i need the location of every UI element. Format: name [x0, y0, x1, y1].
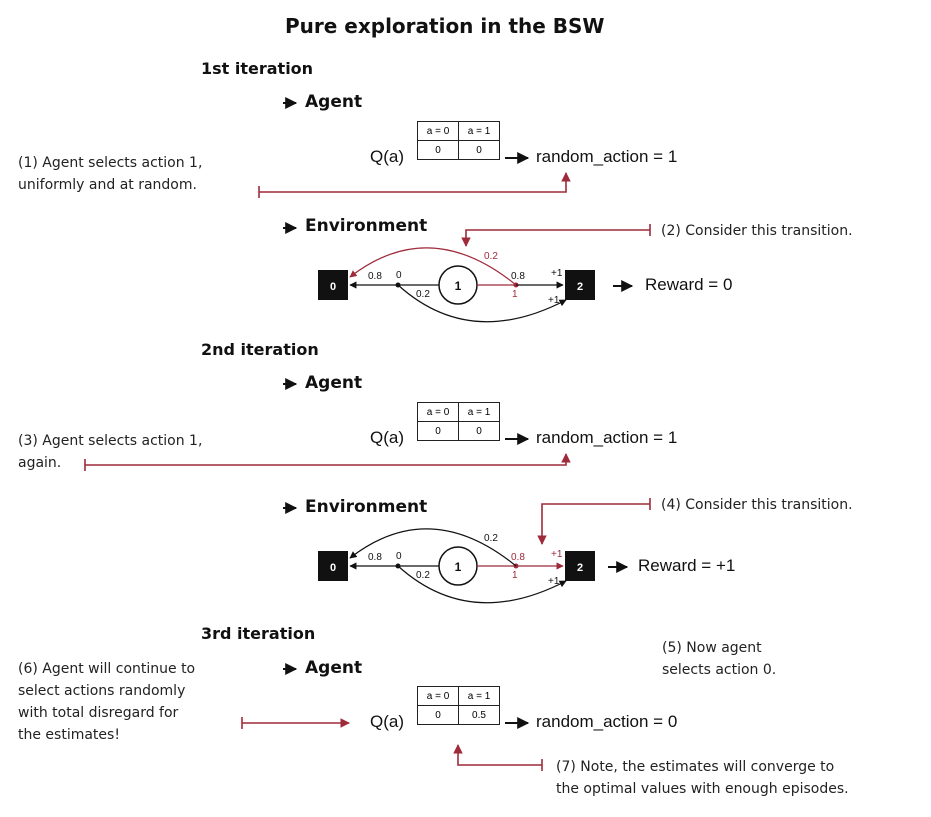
reward-bottom-label: +1 [548, 576, 560, 587]
agent-heading-1: Agent [305, 92, 363, 112]
environment-heading-1: Environment [305, 216, 428, 236]
state-0-label: 0 [330, 562, 336, 574]
annotation-6-line-3: with total disregard for [18, 705, 179, 721]
callout-4-line [537, 503, 650, 545]
q-label-3: Q(a) [370, 712, 404, 731]
annotation-3-line-2: again. [18, 455, 62, 471]
annotation-6-line-2: select actions randomly [18, 683, 186, 699]
right-slip-label: 0.2 [484, 251, 498, 262]
iteration-2-heading: 2nd iteration [201, 340, 319, 359]
annotation-6: (6) Agent will continue to select action… [18, 658, 195, 746]
annotation-7-line-1: (7) Note, the estimates will converge to [556, 759, 835, 775]
environment-graph-1: 0 1 2 0.8 0 0.2 0.8 1 0.2 +1 +1 [318, 247, 595, 323]
right-action-label: 1 [512, 570, 518, 581]
left-slip-label: 0.2 [416, 570, 430, 581]
annotation-2: (2) Consider this transition. [661, 220, 853, 242]
annotation-3-line-1: (3) Agent selects action 1, [18, 433, 203, 449]
annotation-1: (1) Agent selects action 1, uniformly an… [18, 152, 202, 196]
annotation-7-line-2: the optimal values with enough episodes. [556, 781, 849, 797]
state-2-box [565, 551, 595, 581]
q-value-a1: 0.5 [458, 705, 500, 725]
agent-heading-3: Agent [305, 658, 363, 678]
reward-bottom-label: +1 [548, 295, 560, 306]
annotation-6-line-1: (6) Agent will continue to [18, 661, 196, 677]
iteration-3-heading: 3rd iteration [201, 624, 316, 643]
edge-left-slip-to-2 [397, 565, 567, 604]
callout-2-line [461, 229, 650, 247]
state-0-label: 0 [330, 281, 336, 293]
state-0-box [318, 270, 348, 300]
edge-left-slip-to-2 [397, 284, 567, 323]
left-action-label: 0 [396, 270, 402, 281]
left-prob-label: 0.8 [368, 552, 382, 563]
state-2-label: 2 [577, 281, 583, 293]
diagram-title: Pure exploration in the BSW [285, 14, 605, 38]
random-action-2: random_action = 1 [536, 428, 678, 447]
annotation-6-line-4: the estimates! [18, 727, 120, 743]
right-slip-label: 0.2 [484, 533, 498, 544]
environment-graph-2: 0 1 2 0.8 0 0.2 0.8 1 0.2 +1 +1 [318, 528, 595, 604]
random-action-3: random_action = 0 [536, 712, 678, 731]
left-action-label: 0 [396, 551, 402, 562]
q-label-1: Q(a) [370, 147, 404, 166]
reward-top-label: +1 [551, 268, 563, 279]
edge-right-slip-to-0 [349, 247, 517, 286]
callout-1-line [259, 172, 571, 193]
iteration-1-heading: 1st iteration [201, 59, 314, 78]
q-label-2: Q(a) [370, 428, 404, 447]
annotation-4: (4) Consider this transition. [661, 494, 853, 516]
q-value-a1: 0 [458, 140, 500, 160]
annotation-7: (7) Note, the estimates will converge to… [556, 756, 849, 800]
q-value-a1: 0 [458, 421, 500, 441]
action-arrows [505, 152, 634, 729]
annotation-5-line-2: selects action 0. [662, 662, 777, 678]
reward-top-label: +1 [551, 549, 563, 560]
edge-right-slip-to-0 [349, 528, 517, 567]
annotation-5-line-1: (5) Now agent [662, 640, 762, 656]
left-slip-label: 0.2 [416, 289, 430, 300]
agent-heading-2: Agent [305, 373, 363, 393]
environment-heading-2: Environment [305, 497, 428, 517]
annotation-1-line-2: uniformly and at random. [18, 177, 197, 193]
callout-7-line [453, 744, 542, 766]
left-prob-label: 0.8 [368, 271, 382, 282]
annotation-5: (5) Now agent selects action 0. [662, 637, 776, 681]
right-prob-label: 0.8 [511, 271, 525, 282]
heading-arrows [283, 97, 298, 675]
annotation-2-line-1: (2) Consider this transition. [661, 223, 853, 239]
annotation-3: (3) Agent selects action 1, again. [18, 430, 202, 474]
callout-lines [84, 172, 651, 771]
callout-3-line [85, 453, 571, 466]
state-2-box [565, 270, 595, 300]
right-prob-label: 0.8 [511, 552, 525, 563]
state-1-label: 1 [455, 279, 462, 293]
right-action-label: 1 [512, 289, 518, 300]
state-2-label: 2 [577, 562, 583, 574]
state-1-label: 1 [455, 560, 462, 574]
reward-text-2: Reward = +1 [638, 556, 736, 575]
q-value-a0: 0 [417, 705, 459, 725]
annotation-4-line-1: (4) Consider this transition. [661, 497, 853, 513]
state-0-box [318, 551, 348, 581]
random-action-1: random_action = 1 [536, 147, 678, 166]
annotation-1-line-1: (1) Agent selects action 1, [18, 155, 203, 171]
reward-text-1: Reward = 0 [645, 275, 733, 294]
